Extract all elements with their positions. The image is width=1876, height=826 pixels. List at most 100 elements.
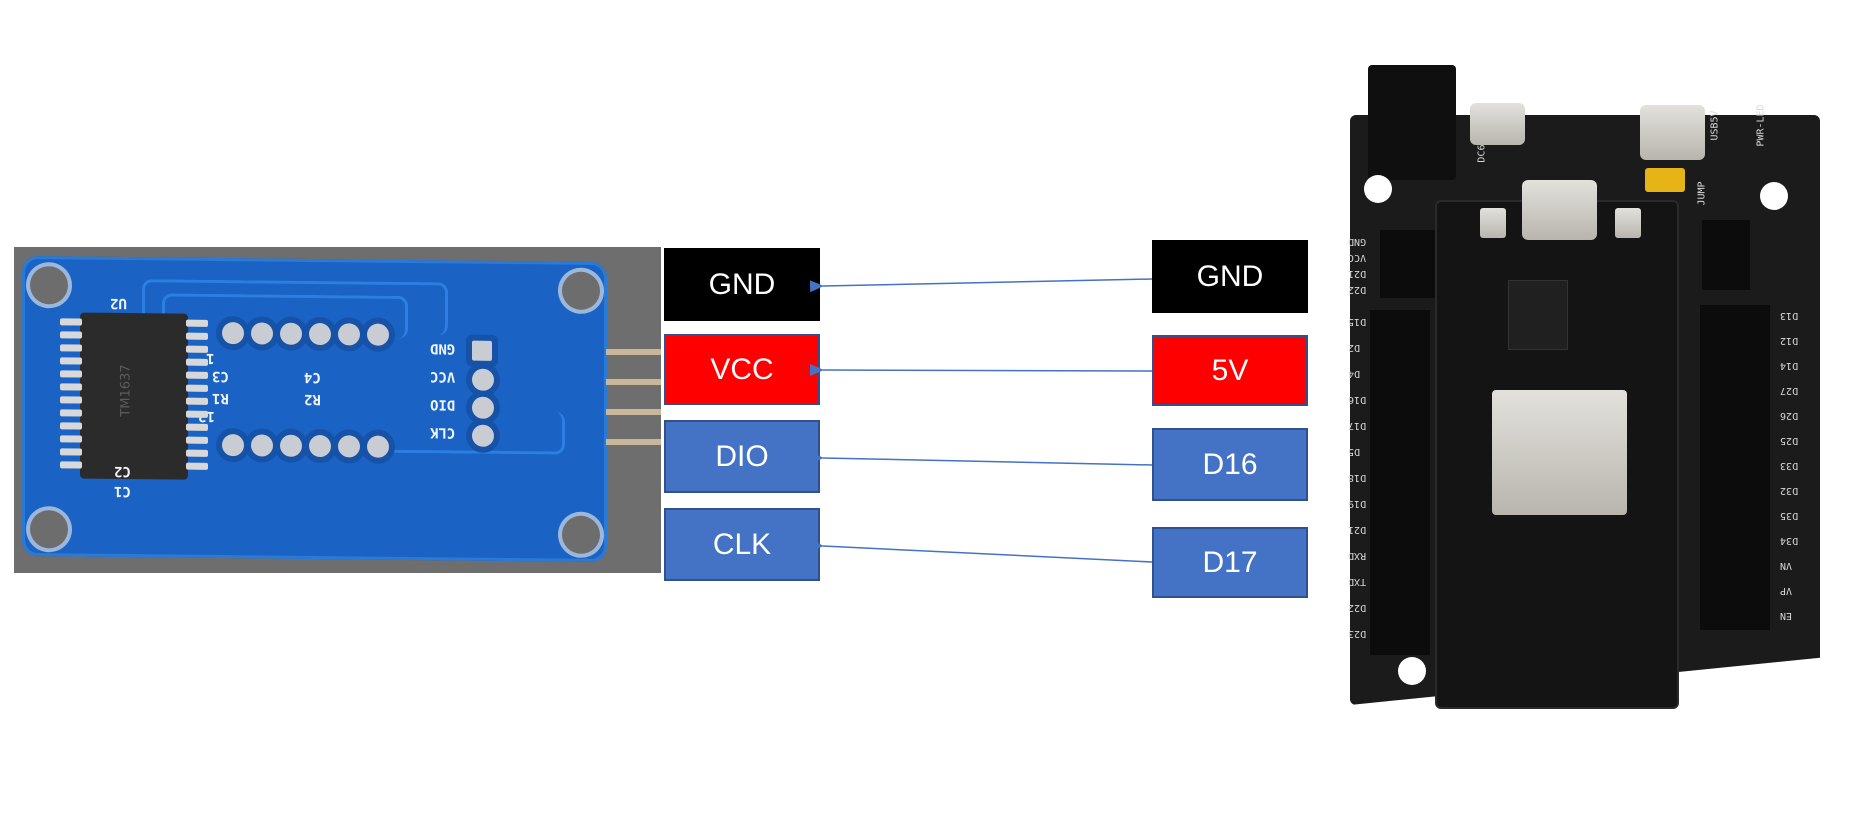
- header-pad-gnd: [472, 340, 492, 361]
- chip-leg: [60, 344, 82, 352]
- board-pin-label: D27: [1780, 385, 1799, 396]
- esp32-wroom-module: [1492, 390, 1627, 515]
- display-pad: [367, 323, 389, 346]
- jumper-cap[interactable]: [1645, 168, 1685, 192]
- board-pin-label: D26: [1780, 410, 1799, 421]
- header-pad-vcc: [472, 368, 494, 391]
- chip-legs: [22, 256, 607, 262]
- display-pad: [309, 322, 331, 346]
- display-pad: [280, 434, 302, 457]
- chip-leg: [186, 358, 208, 366]
- header-3v3-5v: [1702, 220, 1750, 290]
- chip-leg: [186, 436, 208, 444]
- boot-button[interactable]: [1480, 208, 1506, 238]
- board-pin-label: VCC: [1348, 252, 1367, 263]
- arrow-clk: [809, 539, 1153, 563]
- silk-clk: CLK: [430, 424, 456, 441]
- chip-leg: [60, 422, 82, 430]
- dc-power-jack: [1368, 65, 1456, 180]
- board-pin-label: D21: [1348, 268, 1367, 279]
- chip-leg: [60, 331, 82, 339]
- board-pin-d17-label: D17: [1152, 527, 1308, 598]
- display-pad: [338, 323, 360, 346]
- chip-leg: [186, 384, 208, 392]
- chip-leg: [186, 319, 208, 327]
- board-pin-label: VN: [1780, 560, 1793, 571]
- chip-leg: [60, 409, 82, 417]
- module-pcb: TM1637 U2 1 12 C1 C2 C3 C4 R1 R2 GND VCC…: [22, 255, 607, 563]
- board-pin-label: TXD: [1348, 576, 1367, 587]
- module-pin-dio-label: DIO: [664, 420, 820, 493]
- board-pin-label: D18: [1348, 472, 1367, 483]
- display-pad: [222, 322, 244, 345]
- usb-serial-chip: [1508, 280, 1568, 350]
- mounting-hole: [1760, 182, 1788, 210]
- header-pin: [606, 349, 661, 355]
- board-pin-label: D13: [1780, 310, 1799, 321]
- silk-r1: R1: [212, 389, 229, 407]
- module-pin-gnd-label: GND: [664, 248, 820, 321]
- chip-label: TM1637: [118, 364, 134, 417]
- chip-leg: [60, 383, 82, 391]
- mounting-hole: [1364, 175, 1392, 203]
- chip-leg: [186, 449, 208, 457]
- board-pin-label: D2: [1348, 342, 1361, 353]
- board-pin-label: D25: [1780, 435, 1799, 446]
- board-pin-label: D22: [1348, 602, 1367, 613]
- board-pin-label: D5: [1348, 446, 1361, 457]
- chip-leg: [60, 370, 82, 378]
- header-right: [1700, 305, 1770, 630]
- board-pin-label: EN: [1780, 610, 1793, 621]
- board-pin-label: D17: [1348, 420, 1367, 431]
- display-pad: [309, 434, 331, 458]
- chip-leg: [186, 410, 208, 418]
- mounting-hole: [30, 266, 68, 305]
- chip-leg: [186, 332, 208, 340]
- esp32-board-photo: DC6.5-16V USB5V PWR-LED JUMP GNDVCCD21D2…: [1340, 60, 1820, 710]
- display-pad: [222, 434, 244, 457]
- board-pin-gnd-label: GND: [1152, 240, 1308, 313]
- silk-vcc: VCC: [430, 368, 456, 385]
- silk-c1: C1: [114, 482, 131, 500]
- board-pin-label: VP: [1780, 585, 1793, 596]
- header-pin: [606, 409, 661, 415]
- chip-leg: [60, 435, 82, 443]
- display-pad: [367, 435, 389, 458]
- silk-gnd: GND: [430, 340, 456, 357]
- mounting-hole: [562, 515, 600, 554]
- en-button[interactable]: [1615, 208, 1641, 238]
- arrow-vcc: [809, 363, 1153, 376]
- mounting-hole: [30, 510, 68, 549]
- mounting-hole: [562, 271, 600, 310]
- usb-c-port-devkit: [1522, 180, 1597, 240]
- display-pad: [280, 322, 302, 345]
- header-pad-clk: [472, 424, 494, 447]
- micro-usb-port: [1470, 103, 1525, 145]
- board-pin-5v-label: 5V: [1152, 335, 1308, 406]
- header-pin: [606, 379, 661, 385]
- chip-leg: [186, 397, 208, 405]
- chip-leg: [186, 423, 208, 431]
- display-pad: [338, 435, 360, 458]
- board-pin-label: D12: [1780, 335, 1799, 346]
- silk-c3: C3: [212, 367, 229, 385]
- module-pin-clk-label: CLK: [664, 508, 820, 581]
- board-pin-label: D22: [1348, 284, 1367, 295]
- tm1637-module-photo: TM1637 U2 1 12 C1 C2 C3 C4 R1 R2 GND VCC…: [14, 247, 661, 573]
- board-pin-label: D32: [1780, 485, 1799, 496]
- chip-leg: [60, 461, 82, 469]
- silk-c4: C4: [304, 368, 321, 386]
- board-pin-label: D4: [1348, 368, 1361, 379]
- header-pin: [606, 439, 661, 445]
- board-pin-d16-label: D16: [1152, 428, 1308, 501]
- display-pads: [22, 256, 607, 262]
- silk-dio: DIO: [430, 396, 456, 413]
- display-pad: [251, 434, 273, 457]
- chip-leg: [60, 448, 82, 456]
- board-pin-label: GND: [1348, 236, 1367, 247]
- arrow-dio: [809, 451, 1153, 466]
- chip-leg: [186, 345, 208, 353]
- header-pad-dio: [472, 396, 494, 419]
- tm1637-chip: TM1637: [80, 312, 188, 480]
- mounting-hole: [1398, 657, 1426, 685]
